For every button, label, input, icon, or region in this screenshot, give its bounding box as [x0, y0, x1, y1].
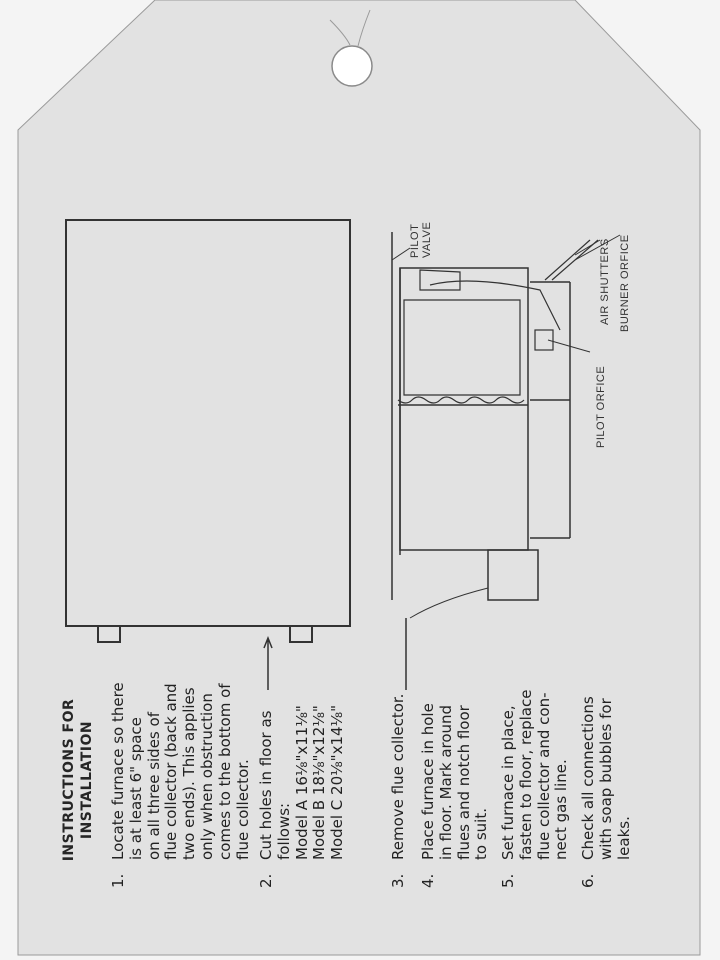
step-line: Set furnace in place,: [499, 705, 517, 860]
step-line: Place furnace in hole: [419, 703, 437, 860]
rotated-text-block: INSTRUCTIONS FOR INSTALLATION 1. Locate …: [30, 30, 710, 930]
pilot-orifice-box: [534, 329, 554, 351]
step-number: 2.: [257, 873, 275, 888]
step-line: in floor. Mark around: [436, 704, 455, 860]
burner-outline: [403, 299, 521, 396]
leader-flue-collector: [409, 587, 489, 619]
step-line: flue collector (back and: [162, 683, 181, 860]
label-burner-orifice: BURNER ORFICE: [619, 234, 631, 332]
title-line-2: INSTALLATION: [79, 720, 95, 840]
furnace-diagram: [391, 232, 621, 690]
step-line: two ends). This applies: [180, 687, 199, 860]
step-text: Set furnace in place, fasten to floor, r…: [499, 689, 571, 860]
label-pilot-valve-1: PILOT: [409, 224, 421, 258]
step-line: flue collector and con-: [534, 692, 553, 860]
step-line: follows:: [274, 802, 293, 860]
step-line: on all three sides of: [144, 712, 163, 860]
step-line: flues and notch floor: [454, 705, 473, 860]
step-number: 1.: [109, 873, 127, 888]
model-a-size: Model A 16⅛"x11⅛": [292, 705, 311, 860]
tag-hole: [331, 45, 373, 87]
step-text: Remove flue collector.: [389, 693, 408, 860]
step-line: flue collector.: [233, 759, 252, 860]
floor-plan-diagram: [65, 219, 351, 643]
step-number: 3.: [389, 873, 407, 888]
step-line: comes to the bottom of: [215, 683, 234, 860]
label-pilot-valve-2: VALVE: [421, 222, 433, 258]
step-line: to suit.: [472, 808, 491, 860]
leader-burner-orifice: [574, 234, 621, 261]
instructions-title: INSTRUCTIONS FOR INSTALLATION: [60, 630, 96, 930]
tag-tear: [329, 9, 371, 47]
flue-collector: [487, 549, 539, 601]
gas-line: [429, 280, 561, 331]
step-text: Cut holes in floor as follows: Model A 1…: [257, 705, 347, 860]
flame-wave: [397, 396, 525, 404]
step-line: with soap bubbles for: [596, 698, 615, 860]
leader-pilot-orifice: [547, 339, 591, 353]
step-line: nect gas line.: [552, 759, 571, 860]
step-number: 6.: [579, 873, 597, 888]
step-line: Remove flue collector.: [389, 693, 407, 860]
step-line: only when obstruction: [197, 693, 216, 860]
leader-pilot-valve: [391, 247, 411, 261]
step-line: Check all connections: [579, 696, 597, 860]
step-line: Locate furnace so there: [109, 682, 127, 860]
flue-notch-left: [97, 626, 121, 643]
step-text: Locate furnace so there is at least 6" s…: [109, 682, 252, 860]
model-b-size: Model B 18⅛"x12⅛": [310, 705, 329, 860]
step-text: Check all connections with soap bubbles …: [579, 696, 633, 860]
step-number: 4.: [419, 873, 437, 888]
step-line: fasten to floor, replace: [516, 689, 535, 860]
label-pilot-orifice: PILOT ORFICE: [595, 366, 607, 448]
step-line: Cut holes in floor as: [257, 710, 275, 860]
model-c-size: Model C 20⅛"x14⅛": [328, 705, 347, 860]
step-line: leaks.: [614, 816, 633, 860]
flue-notch-right: [289, 626, 313, 643]
step-text: Place furnace in hole in floor. Mark aro…: [419, 703, 491, 860]
arrow-to-notch: [263, 635, 273, 690]
instructions-panel: INSTRUCTIONS FOR INSTALLATION 1. Locate …: [30, 30, 710, 930]
step-line: is at least 6" space: [126, 717, 145, 860]
leader-air-shutters: [574, 239, 601, 256]
step-number: 5.: [499, 873, 517, 888]
label-air-shutters: AIR SHUTTERS: [599, 238, 611, 325]
title-line-1: INSTRUCTIONS FOR: [61, 698, 77, 862]
tag-card: [17, 0, 701, 956]
